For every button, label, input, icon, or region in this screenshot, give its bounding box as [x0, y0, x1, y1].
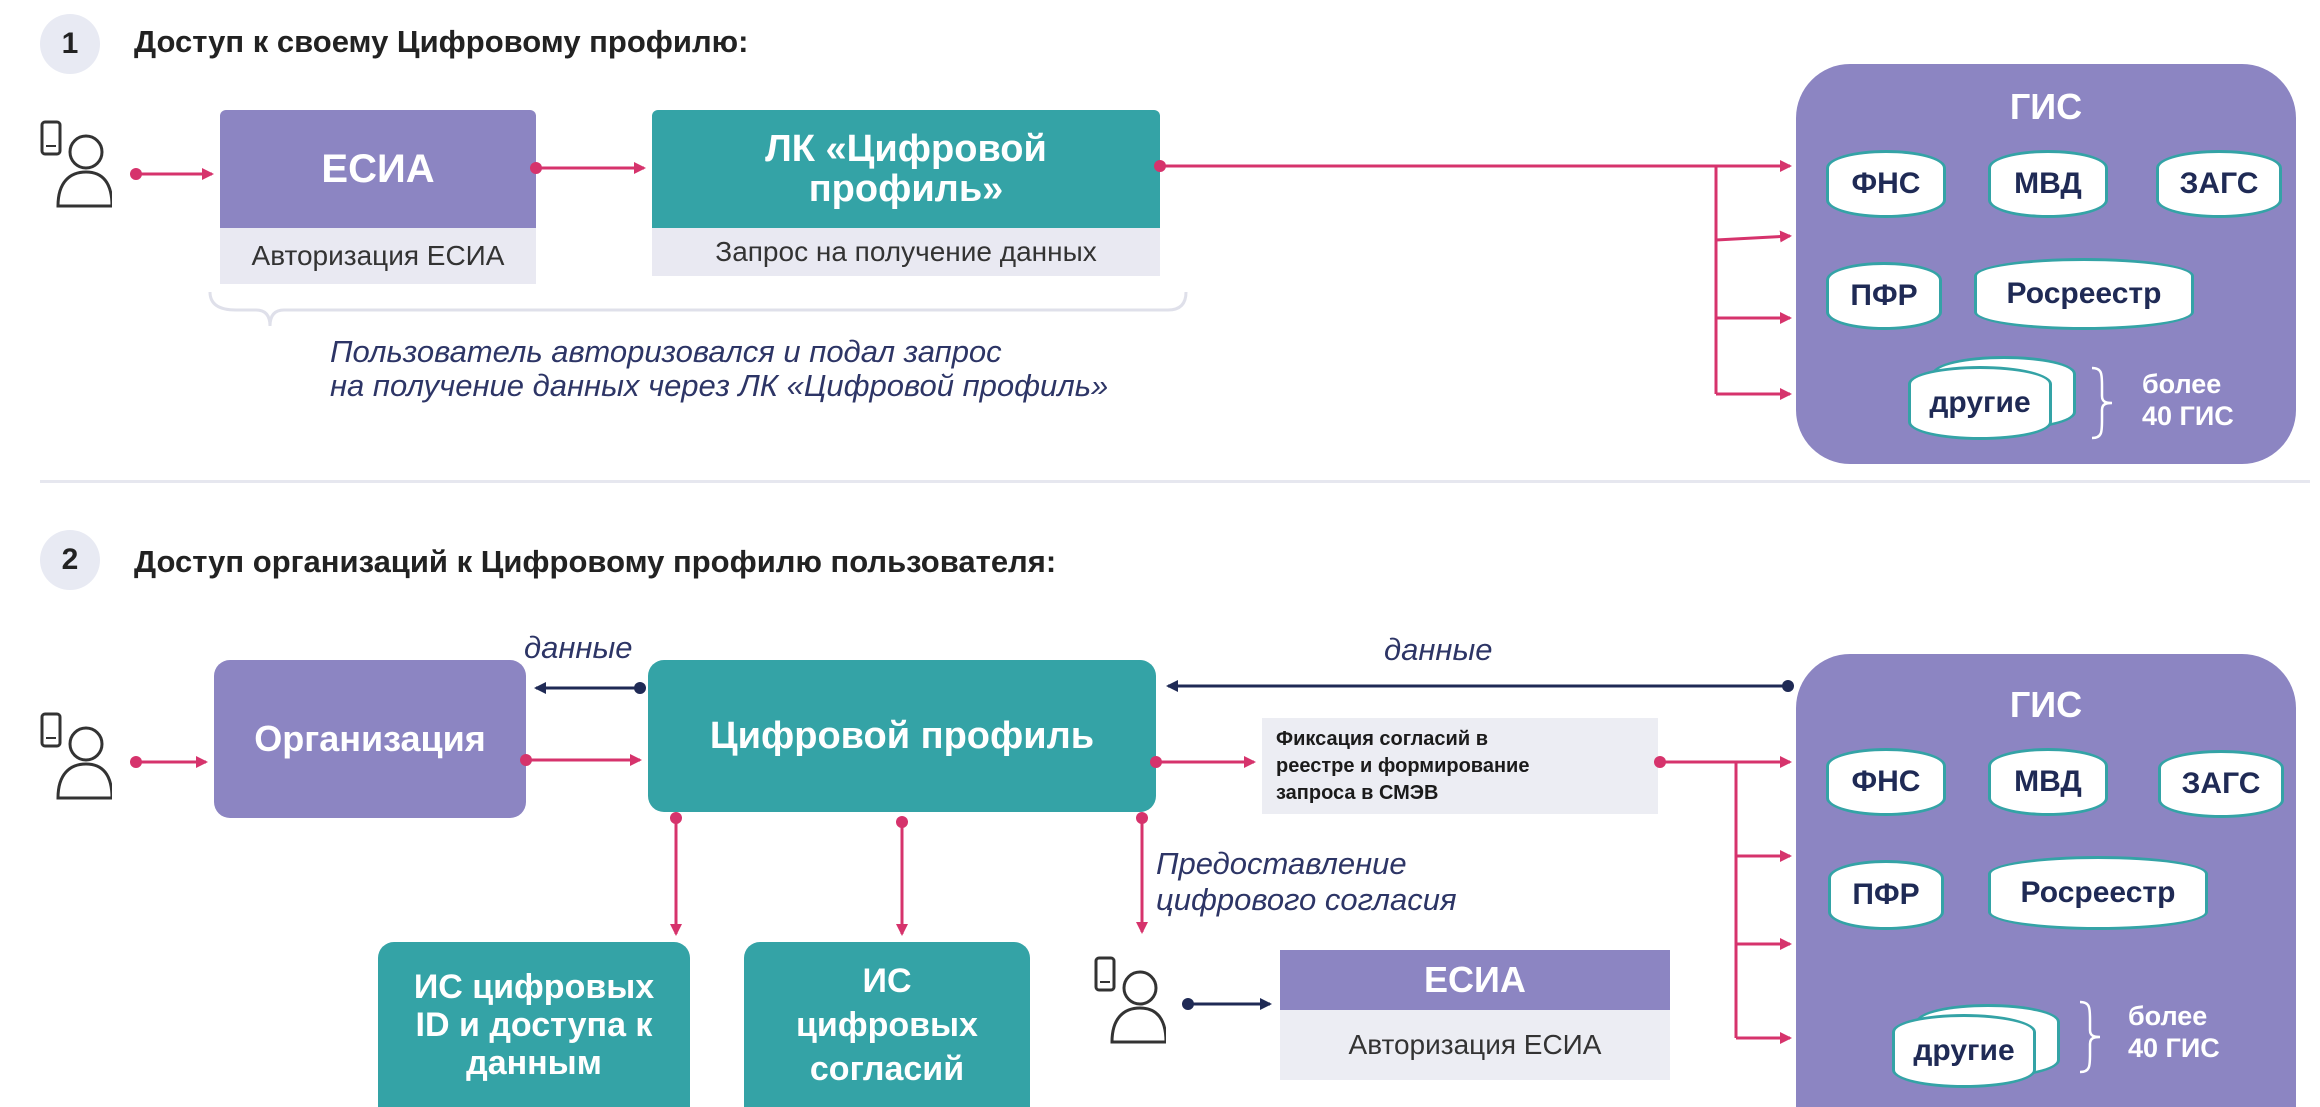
- organization-box: Организация: [214, 660, 526, 818]
- gis-more-label: более 40 ГИС: [2142, 369, 2234, 431]
- gis-item-mvd: МВД: [1988, 150, 2108, 218]
- gis-item-pfr: ПФР: [1826, 262, 1942, 330]
- gis-item-others: другие: [1908, 366, 2052, 440]
- user-with-phone-icon: [40, 712, 114, 802]
- is-digital-consents-box: ИС цифровых согласий: [744, 942, 1030, 1107]
- step-number-1: 1: [40, 14, 100, 74]
- data-label-right: данные: [1384, 632, 1493, 667]
- esia-box-2: ЕСИА: [1280, 950, 1670, 1010]
- section-1-caption-line-1: Пользователь авторизовался и подал запро…: [330, 334, 1002, 369]
- gis-item-rosreestr: Росреестр: [1988, 856, 2208, 930]
- user-with-phone-icon: [40, 120, 114, 210]
- gis-title: ГИС: [2009, 684, 2083, 725]
- gis-item-fns: ФНС: [1826, 748, 1946, 816]
- gis-item-pfr: ПФР: [1828, 860, 1944, 930]
- brace-icon: [2076, 1000, 2106, 1074]
- data-request-label: Запрос на получение данных: [652, 228, 1160, 276]
- is-digital-ids-box: ИС цифровых ID и доступа к данным: [378, 942, 690, 1107]
- gis-more-label: более 40 ГИС: [2128, 1001, 2220, 1063]
- gis-item-fns: ФНС: [1826, 150, 1946, 218]
- esia-box: ЕСИА: [220, 110, 536, 228]
- gis-title: ГИС: [2009, 86, 2083, 127]
- consent-caption: Предоставление цифрового согласия: [1156, 846, 1457, 917]
- step-number-2: 2: [40, 530, 100, 590]
- gis-item-zags: ЗАГС: [2158, 750, 2284, 818]
- section-1-heading: Доступ к своему Цифровому профилю:: [134, 24, 749, 59]
- esia-auth-label: Авторизация ЕСИА: [220, 228, 536, 284]
- digital-profile-box: Цифровой профиль: [648, 660, 1156, 812]
- esia-auth-label-2: Авторизация ЕСИА: [1280, 1010, 1670, 1080]
- section-2-heading: Доступ организаций к Цифровому профилю п…: [134, 544, 1057, 579]
- data-label-left: данные: [524, 630, 633, 665]
- section-1-caption-line-2: на получение данных через ЛК «Цифровой п…: [330, 368, 1109, 403]
- section-divider: [40, 480, 2310, 483]
- brace-icon: [2088, 366, 2118, 440]
- user-with-phone-icon: [1094, 956, 1168, 1046]
- gis-item-mvd: МВД: [1988, 748, 2108, 816]
- gis-item-others: другие: [1892, 1014, 2036, 1088]
- lk-digital-profile-box: ЛК «Цифровой профиль»: [652, 110, 1160, 228]
- gis-item-rosreestr: Росреестр: [1974, 258, 2194, 330]
- consent-registry-note: Фиксация согласий в реестре и формирован…: [1262, 718, 1658, 814]
- gis-item-zags: ЗАГС: [2156, 150, 2282, 218]
